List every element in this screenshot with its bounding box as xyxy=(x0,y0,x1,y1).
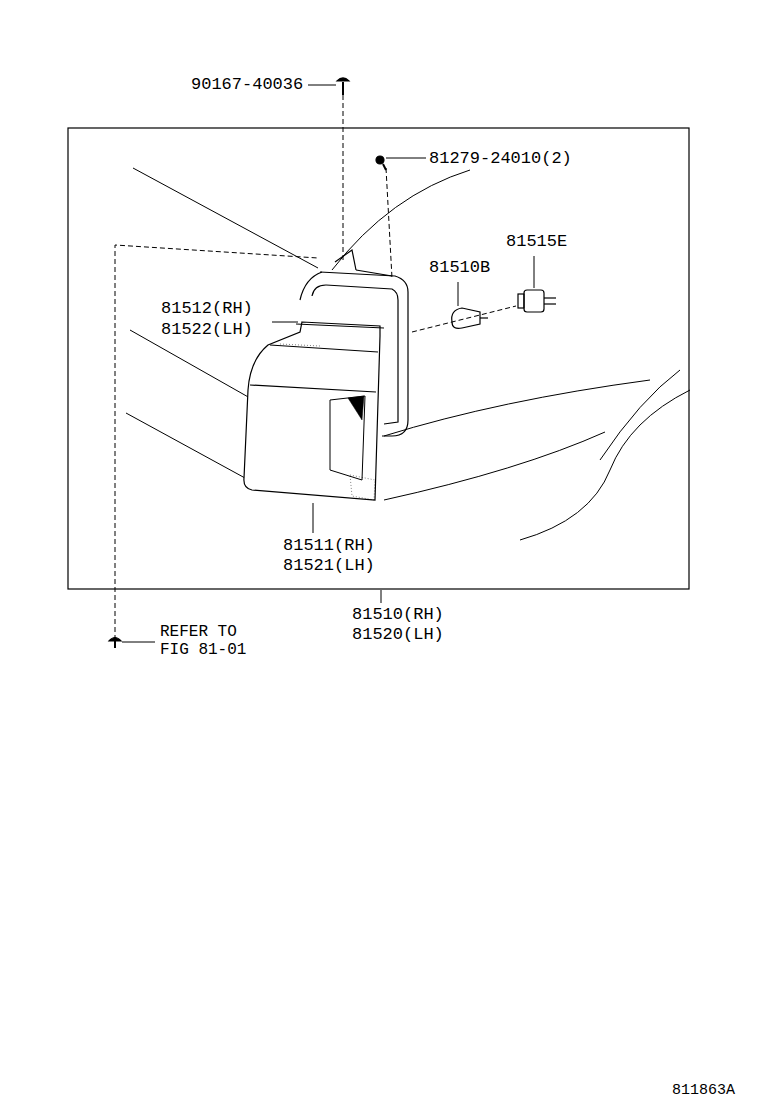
lamp-lens xyxy=(244,322,380,500)
part-number: 81521(LH) xyxy=(282,557,376,576)
leader-line xyxy=(122,642,155,643)
part-number: 81279-24010(2) xyxy=(428,150,573,169)
socket-symbol xyxy=(518,256,556,312)
screw-symbol xyxy=(114,641,116,648)
lamp-lens xyxy=(280,344,320,346)
body-outline xyxy=(520,390,690,540)
screw-symbol xyxy=(109,638,121,649)
part-number: 81512(RH) xyxy=(160,300,254,319)
lamp-lens xyxy=(348,396,364,420)
lamp-gasket xyxy=(356,270,392,276)
leader-line xyxy=(122,322,381,642)
screw-symbol xyxy=(308,85,336,86)
dashed-leader xyxy=(412,306,516,332)
socket-symbol xyxy=(544,297,556,298)
screw-symbol xyxy=(109,638,121,642)
part-number: 81511(RH) xyxy=(282,537,376,556)
screw-symbol xyxy=(308,78,349,95)
screw-symbol xyxy=(342,82,344,95)
part-number: 81522(LH) xyxy=(160,321,254,340)
part-number: REFER TO FIG 81-01 xyxy=(159,624,261,659)
dashed-leader xyxy=(343,95,344,262)
body-outline xyxy=(126,168,690,540)
clip-symbol xyxy=(332,170,470,270)
body-outline xyxy=(384,432,605,500)
body-outline xyxy=(126,413,245,478)
socket-symbol xyxy=(524,290,544,312)
clip-symbol xyxy=(383,164,386,170)
lamp-lens xyxy=(270,345,378,352)
socket-symbol xyxy=(534,256,535,288)
lamp-gasket xyxy=(312,285,326,296)
group-frame xyxy=(68,128,689,589)
part-number: 90167-40036 xyxy=(190,76,304,95)
socket-symbol xyxy=(518,294,524,308)
part-number: 81510(RH) xyxy=(351,606,445,625)
bulb-symbol xyxy=(452,282,488,328)
lamp-gasket xyxy=(335,250,356,270)
bulb-symbol xyxy=(458,282,459,306)
lamp-lens xyxy=(244,322,384,500)
lamp-lens xyxy=(330,396,365,480)
part-number: 81515E xyxy=(505,233,568,252)
clip-symbol xyxy=(376,156,384,164)
lamp-lens xyxy=(350,475,375,500)
part-number: 81510B xyxy=(428,259,491,278)
part-number: 811863A xyxy=(671,1083,736,1100)
part-number: 81520(LH) xyxy=(351,626,445,645)
screw-symbol xyxy=(337,78,349,81)
bulb-symbol xyxy=(452,308,480,328)
dashed-leader xyxy=(115,95,516,640)
leader-line xyxy=(313,503,314,533)
leader-line xyxy=(381,590,382,603)
clip-symbol xyxy=(332,156,470,270)
body-outline xyxy=(384,380,650,436)
socket-symbol xyxy=(544,303,556,304)
body-outline xyxy=(600,370,680,460)
clip-symbol xyxy=(386,158,426,159)
dashed-leader xyxy=(386,168,392,278)
body-outline xyxy=(133,168,318,268)
bulb-symbol xyxy=(480,317,488,318)
leader-line xyxy=(272,322,298,323)
body-outline xyxy=(130,330,250,398)
lamp-lens xyxy=(296,324,384,328)
lamp-lens xyxy=(250,385,376,392)
